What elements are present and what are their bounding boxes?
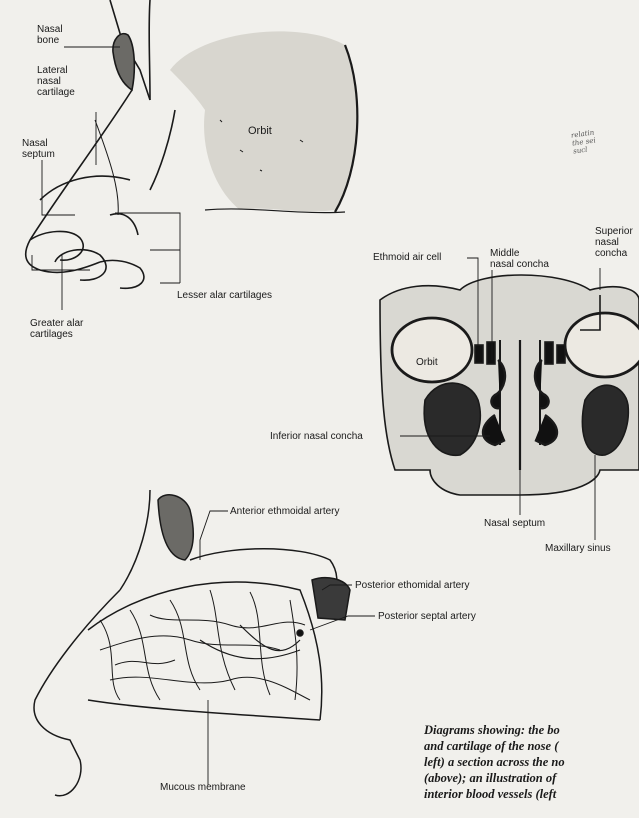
left-orbit	[392, 318, 472, 382]
frontal-sinus	[158, 495, 193, 560]
label-lateral-nasal-cartilage: Lateral nasal cartilage	[37, 65, 75, 98]
sphenoid	[312, 578, 350, 620]
label-posterior-septal-artery: Posterior septal artery	[378, 611, 476, 622]
caption-line-4: (above); an illustration of	[424, 770, 639, 786]
label-greater-alar-cartilages: Greater alar cartilages	[30, 318, 83, 340]
label-middle-nasal-concha: Middle nasal concha	[490, 248, 549, 270]
right-orbit	[565, 313, 639, 377]
caption-line-1: Diagrams showing: the bo	[424, 722, 639, 738]
label-posterior-ethmoidal-artery: Posterior ethomidal artery	[355, 580, 470, 591]
nose-skeleton-drawing	[26, 0, 358, 288]
coronal-section-drawing	[380, 275, 639, 495]
figure-caption: Diagrams showing: the bo and cartilage o…	[424, 722, 639, 802]
label-orbit-top: Orbit	[248, 126, 272, 137]
label-superior-nasal-concha: Superior nasal concha	[595, 226, 633, 259]
caption-line-3: left) a section across the no	[424, 754, 639, 770]
caption-line-5: interior blood vessels (left	[424, 786, 639, 802]
label-anterior-ethmoidal-artery: Anterior ethmoidal artery	[230, 506, 340, 517]
bottom-leaders	[200, 511, 375, 785]
label-orbit-mid: Orbit	[416, 357, 438, 368]
septum-vessels-drawing	[34, 490, 350, 796]
caption-line-2: and cartilage of the nose (	[424, 738, 639, 754]
label-maxillary-sinus: Maxillary sinus	[545, 543, 611, 554]
label-inferior-nasal-concha: Inferior nasal concha	[270, 431, 363, 442]
nasal-bone	[113, 34, 134, 90]
label-lesser-alar-cartilages: Lesser alar cartilages	[177, 290, 272, 301]
label-ethmoid-air-cell: Ethmoid air cell	[373, 252, 441, 263]
orbit-region	[170, 31, 357, 211]
handwritten-note: relatin the sei sucl	[570, 128, 597, 155]
label-nasal-bone: Nasal bone	[37, 24, 63, 46]
label-mucous-membrane: Mucous membrane	[160, 782, 246, 793]
label-nasal-septum-mid: Nasal septum	[484, 518, 545, 529]
nose-outline	[34, 590, 120, 796]
label-nasal-septum-top: Nasal septum	[22, 138, 55, 160]
